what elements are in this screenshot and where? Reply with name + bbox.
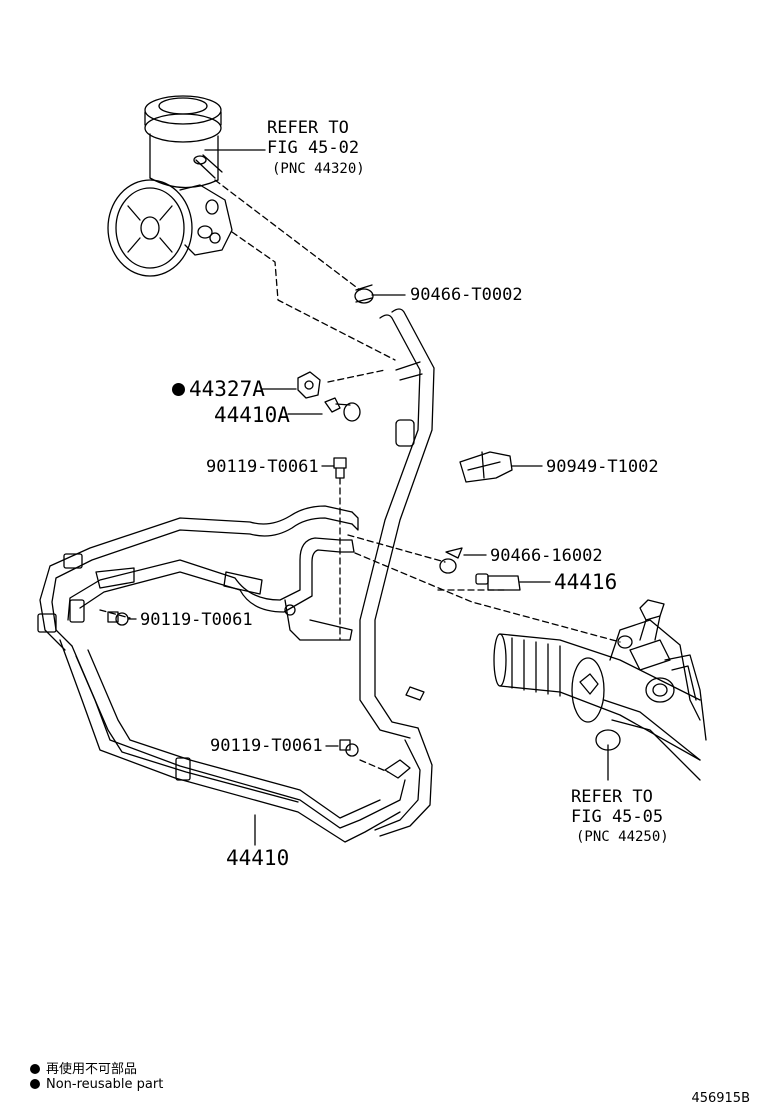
- rack-refer-label-line3: (PNC 44250): [576, 829, 669, 845]
- part-label-90119-T0061-left: 90119-T0061: [140, 610, 253, 630]
- clamp-90466-T0002: [354, 284, 406, 304]
- illustration-number: 456915B: [691, 1091, 750, 1106]
- rack-refer-label-line2: FIG 45-05: [571, 807, 664, 827]
- pump-refer-label-line1: REFER TO: [267, 118, 349, 138]
- part-label-90466-16002: 90466-16002: [490, 546, 603, 566]
- clamp-90466-16002: [439, 547, 487, 574]
- pump-refer-label-line3: (PNC 44320): [272, 161, 365, 177]
- legend-dot-icon: [30, 1079, 40, 1089]
- clamp-90949-T1002: [459, 451, 543, 483]
- pump-refer-label-line2: FIG 45-02: [267, 138, 360, 158]
- part-label-90466-T0002: 90466-T0002: [410, 285, 523, 305]
- union-44416: [475, 573, 551, 591]
- steering-rack: [493, 599, 707, 781]
- legend-dot-icon: [30, 1064, 40, 1074]
- part-label-44327A: 44327A: [172, 377, 265, 401]
- bolt-90119-T0061-left: [107, 611, 137, 626]
- part-label-44410A: 44410A: [214, 403, 290, 427]
- part-label-90119-T0061-upper: 90119-T0061: [206, 457, 319, 477]
- power-steering-pump: [107, 95, 266, 277]
- non-reusable-dot-icon: [172, 383, 185, 396]
- reference-dashed-lines: [99, 179, 621, 773]
- bolt-90119-T0061-upper: [321, 457, 347, 479]
- pressure-hose: [359, 308, 435, 837]
- legend-line-1: 再使用不可部品: [30, 1058, 137, 1077]
- return-tube-44410: [37, 505, 411, 846]
- part-label-90119-T0061-lower: 90119-T0061: [210, 736, 323, 756]
- clip-44327A: [261, 371, 321, 399]
- bolt-44410A: [287, 397, 361, 422]
- bolt-90119-T0061-lower: [325, 739, 359, 757]
- legend-line-2: Non-reusable part: [30, 1077, 163, 1092]
- rack-refer-label-line1: REFER TO: [571, 787, 653, 807]
- part-label-44416: 44416: [554, 570, 618, 594]
- part-label-44410: 44410: [226, 846, 290, 870]
- part-label-90949-T1002: 90949-T1002: [546, 457, 659, 477]
